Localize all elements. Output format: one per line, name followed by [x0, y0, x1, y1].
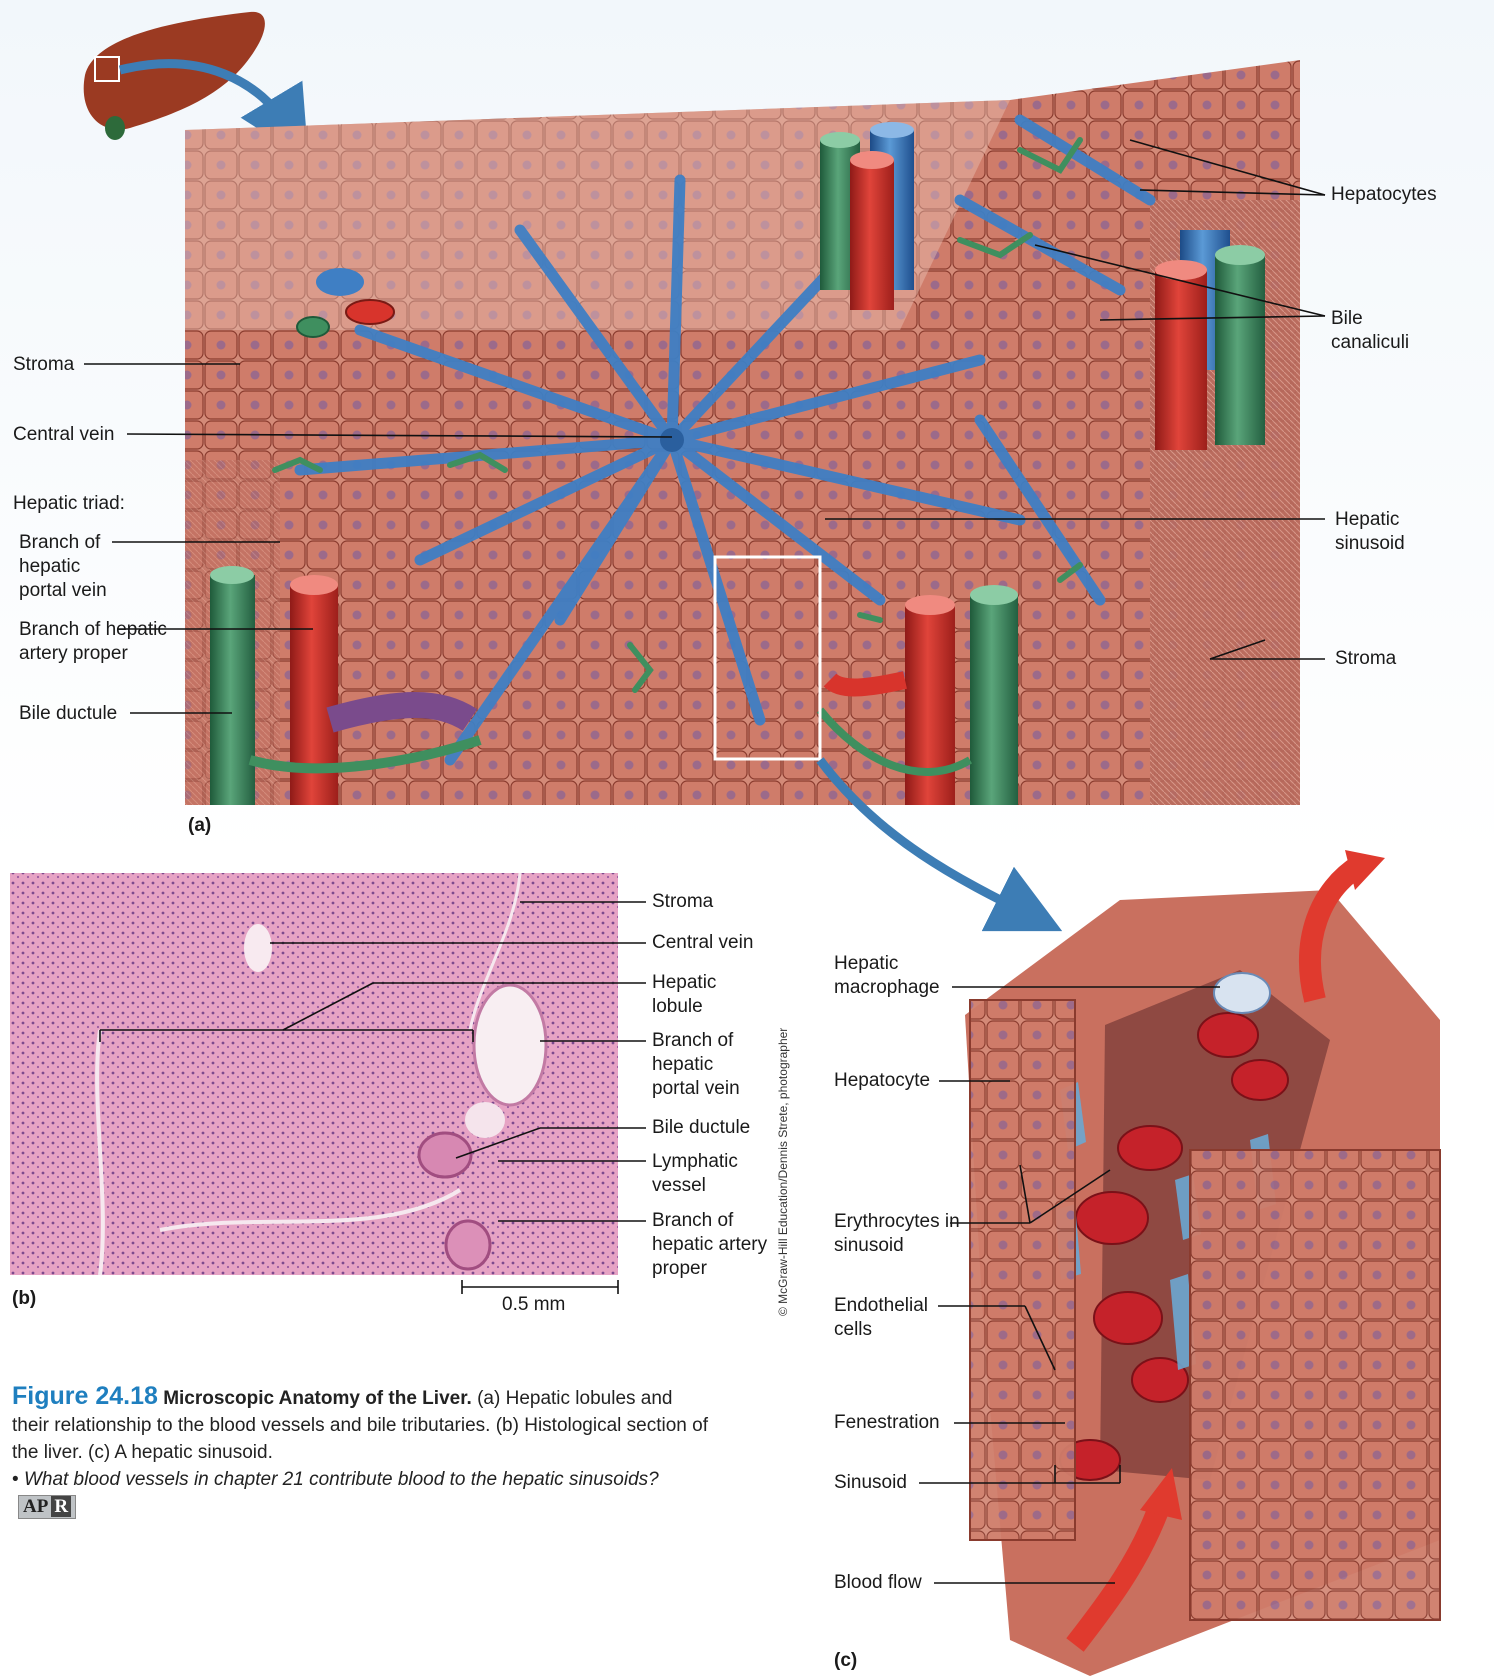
label-branch-hepatic-artery-a: Branch of hepatic artery proper	[19, 618, 169, 666]
label-branch-portal-vein-a: Branch of hepatic portal vein	[19, 531, 129, 603]
apr-badge-right: R	[51, 1496, 71, 1517]
label-hepatic-lobule: Hepatic lobule	[652, 971, 747, 1019]
label-stroma-a: Stroma	[13, 353, 74, 377]
label-erythrocytes: Erythrocytes in sinusoid	[834, 1210, 964, 1258]
label-hepatocyte-c: Hepatocyte	[834, 1069, 930, 1093]
label-endothelial-cells: Endothelial cells	[834, 1294, 944, 1342]
label-sinusoid: Sinusoid	[834, 1471, 907, 1495]
apr-badge-left: AP	[23, 1496, 48, 1517]
label-branch-hepatic-artery-b: Branch of hepatic artery proper	[652, 1209, 787, 1281]
question-bullet: •	[12, 1469, 19, 1490]
label-bile-ductule-b: Bile ductule	[652, 1116, 750, 1140]
label-central-vein-a: Central vein	[13, 423, 114, 447]
panel-a-letter: (a)	[188, 815, 211, 837]
label-bile-ductule-a: Bile ductule	[19, 702, 117, 726]
figure-caption: Figure 24.18 Microscopic Anatomy of the …	[12, 1383, 712, 1520]
scale-bar-label: 0.5 mm	[502, 1294, 565, 1316]
label-hepatocytes: Hepatocytes	[1331, 183, 1437, 207]
label-hepatic-triad: Hepatic triad:	[13, 492, 125, 516]
label-blood-flow: Blood flow	[834, 1571, 922, 1595]
label-central-vein-b: Central vein	[652, 931, 753, 955]
panel-b-letter: (b)	[12, 1288, 36, 1310]
panel-b-micrograph	[10, 873, 618, 1275]
label-bile-canaliculi: Bile canaliculi	[1331, 307, 1441, 355]
label-stroma-b: Stroma	[652, 890, 713, 914]
label-hepatic-sinusoid: Hepatic sinusoid	[1335, 508, 1430, 556]
panel-c-sinusoid	[965, 850, 1440, 1676]
panel-a-illustration	[185, 60, 1300, 805]
figure-number: Figure 24.18	[12, 1382, 158, 1410]
figure-title: Microscopic Anatomy of the Liver.	[163, 1388, 472, 1409]
label-stroma-a-right: Stroma	[1335, 647, 1396, 671]
label-hepatic-macrophage: Hepatic macrophage	[834, 952, 969, 1000]
photo-credit: © McGraw-Hill Education/Dennis Strete, p…	[776, 1028, 790, 1316]
label-lymphatic-vessel: Lymphatic vessel	[652, 1150, 757, 1198]
panel-c-letter: (c)	[834, 1650, 857, 1672]
label-branch-portal-vein-b: Branch of hepatic portal vein	[652, 1029, 762, 1101]
label-fenestration: Fenestration	[834, 1411, 940, 1435]
figure-question: What blood vessels in chapter 21 contrib…	[24, 1469, 659, 1490]
